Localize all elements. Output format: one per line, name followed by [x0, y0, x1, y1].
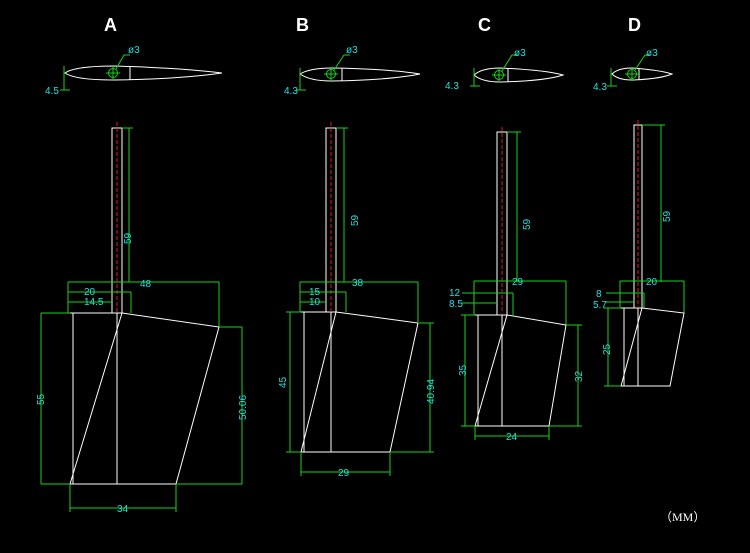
view-b-right-dim: 40.94 [426, 379, 437, 404]
view-c-top-width-dim: 29 [512, 277, 524, 288]
view-d-w1-dim: 8 [596, 289, 602, 300]
view-a-top-width-dim: 48 [140, 279, 152, 290]
view-b-hole-dim: ø3 [346, 45, 358, 56]
view-d-thick-dim: 4.3 [593, 82, 607, 93]
view-b-airfoil [299, 67, 421, 82]
view-d-hole-dim: ø3 [646, 48, 658, 59]
view-c-title: C [478, 15, 491, 35]
view-d-airfoil [611, 67, 674, 81]
view-c: C ø3 4.3 59 29 12 8.5 35 32 [445, 15, 585, 443]
view-a: A ø3 4.5 59 48 20 14.5 [36, 15, 249, 515]
view-a-bottom-dim: 34 [117, 504, 129, 515]
view-a-blade [69, 312, 220, 485]
view-a-w1-dim: 20 [84, 287, 96, 298]
view-d: D ø3 4.3 59 20 8 5.7 25 [593, 15, 685, 387]
view-c-w1-dim: 12 [449, 288, 461, 299]
view-c-bottom-dim: 24 [506, 432, 518, 443]
view-d-shaft-dim: 59 [662, 210, 673, 222]
view-d-title: D [628, 15, 641, 35]
view-a-hole-dim: ø3 [128, 45, 140, 56]
view-b-top-width-dim: 38 [352, 278, 364, 289]
view-d-w2-dim: 5.7 [593, 300, 607, 311]
view-b-thick-dim: 4.3 [284, 86, 298, 97]
view-d-height-dim: 25 [602, 343, 613, 355]
view-a-w2-dim: 14.5 [84, 297, 104, 308]
view-a-shaft-dim: 59 [123, 232, 134, 244]
view-c-right-dim: 32 [574, 370, 585, 382]
view-a-airfoil [64, 65, 223, 81]
view-b-title: B [296, 15, 309, 35]
view-b-w2-dim: 10 [309, 297, 321, 308]
view-c-shaft-dim: 59 [522, 218, 533, 230]
view-d-blade [620, 307, 685, 387]
view-c-height-dim: 35 [458, 364, 469, 376]
view-a-right-dim: 50.06 [238, 395, 249, 420]
view-a-title: A [104, 15, 117, 35]
view-a-thick-dim: 4.5 [45, 86, 59, 97]
view-b-blade [300, 311, 419, 453]
view-b-bottom-dim: 29 [338, 468, 350, 479]
view-c-hole-dim: ø3 [514, 48, 526, 59]
view-c-w2-dim: 8.5 [449, 299, 463, 310]
view-a-height-dim: 55 [36, 393, 47, 405]
units-label: （MM） [660, 510, 705, 524]
view-b-shaft-dim: 59 [350, 214, 361, 226]
view-b-height-dim: 45 [278, 376, 289, 388]
view-c-airfoil [473, 67, 565, 83]
view-d-top-width-dim: 20 [646, 277, 658, 288]
view-c-blade [474, 314, 567, 427]
view-b-w1-dim: 15 [309, 287, 321, 298]
view-b: B ø3 4.3 59 38 15 10 45 40.9 [278, 15, 437, 479]
view-c-thick-dim: 4.3 [445, 81, 459, 92]
